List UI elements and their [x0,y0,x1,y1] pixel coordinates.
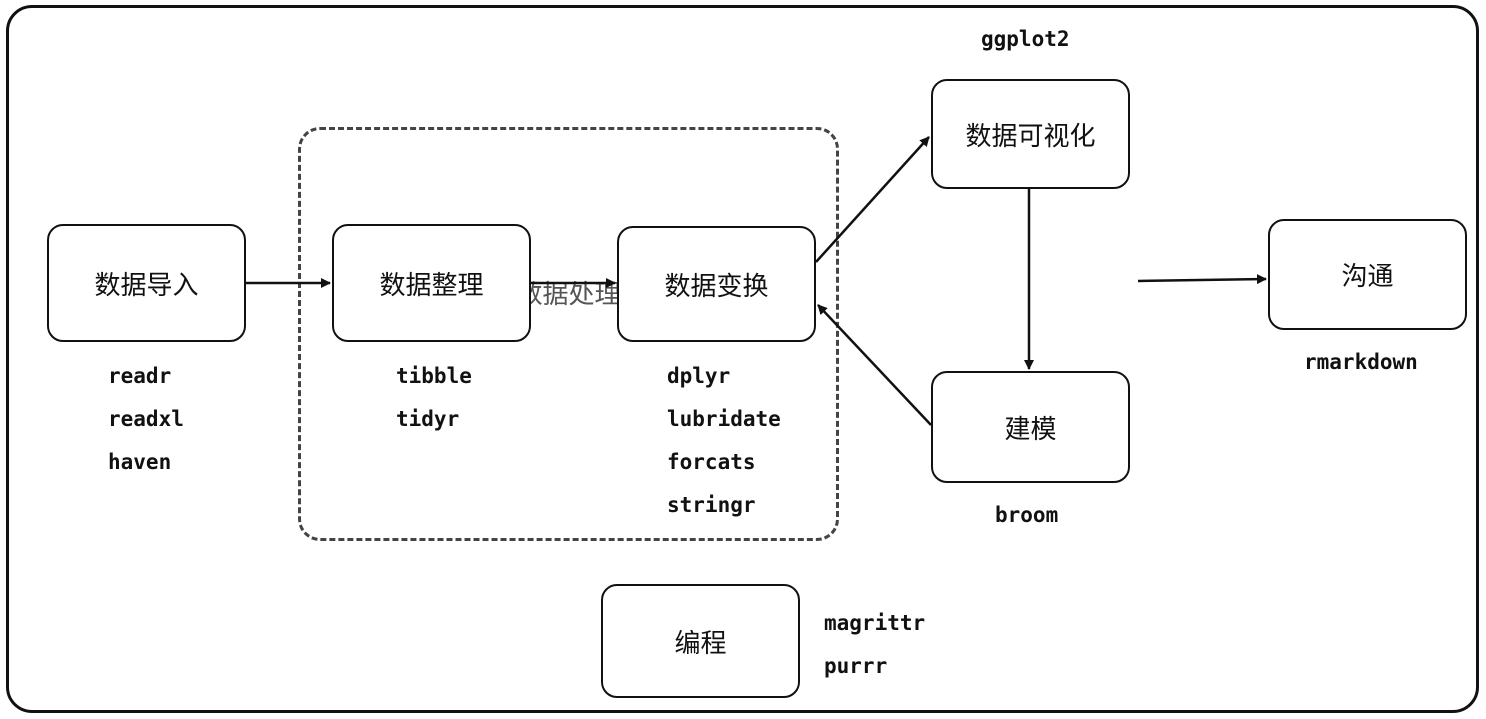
package-label: readxl [108,407,184,431]
node-data-tidy: 数据整理 [332,224,531,342]
package-label: lubridate [667,407,781,431]
packages-model: broom [995,494,1058,537]
package-label: ggplot2 [981,27,1070,51]
package-label: tibble [396,364,472,388]
node-model: 建模 [931,371,1130,483]
package-label: haven [108,450,172,474]
package-label: rmarkdown [1304,350,1418,374]
node-data-import: 数据导入 [47,224,246,342]
node-communicate: 沟通 [1268,219,1467,330]
package-label: tidyr [396,407,460,431]
node-data-visualize: 数据可视化 [931,79,1130,189]
package-label: broom [995,503,1059,527]
package-label: stringr [667,493,756,517]
package-label: readr [108,364,172,388]
packages-import: readr readxl haven [108,355,184,484]
packages-visualize: ggplot2 [981,18,1070,61]
package-label: dplyr [667,364,731,388]
node-data-transform: 数据变换 [617,226,816,342]
packages-transform: dplyr lubridate forcats stringr [667,355,781,527]
packages-programming: magrittr purrr [824,602,925,688]
node-programming: 编程 [601,584,800,698]
package-label: purrr [824,654,888,678]
package-label: forcats [667,450,756,474]
packages-communicate: rmarkdown [1304,341,1418,384]
diagram-frame [6,5,1479,713]
package-label: magrittr [824,611,926,635]
packages-tidy: tibble tidyr [396,355,472,441]
data-processing-label: 数据处理 [516,280,621,310]
